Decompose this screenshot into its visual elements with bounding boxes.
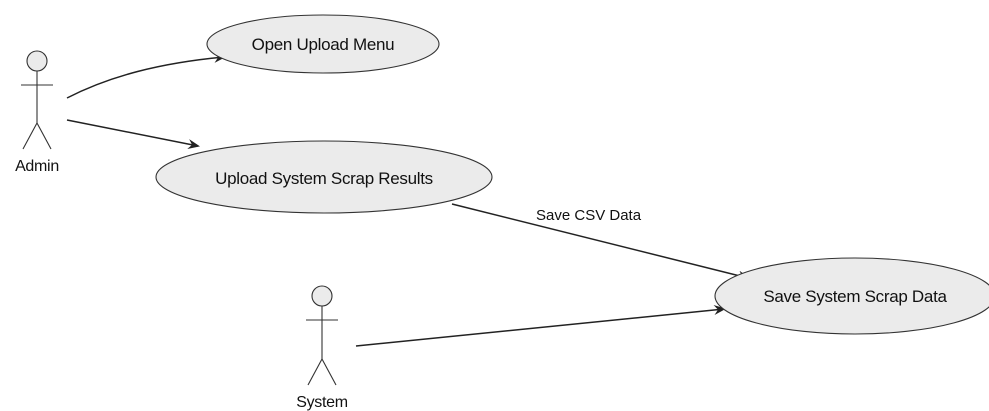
usecase-upload-system-scrap-results[interactable]: Upload System Scrap Results xyxy=(155,140,493,214)
usecase-label-open-upload-menu: Open Upload Menu xyxy=(252,35,395,54)
association-admin-open-upload-menu xyxy=(66,52,226,99)
usecase-open-upload-menu[interactable]: Open Upload Menu xyxy=(206,14,440,74)
usecase-label-save-system-scrap-data: Save System Scrap Data xyxy=(763,287,947,306)
association-admin-upload-results xyxy=(66,119,200,149)
usecase-label-upload-system-scrap-results: Upload System Scrap Results xyxy=(215,169,433,188)
actor-label-admin: Admin xyxy=(15,158,59,175)
usecase-save-system-scrap-data[interactable]: Save System Scrap Data xyxy=(714,257,989,335)
actor-admin[interactable]: Admin xyxy=(15,50,59,175)
actor-label-system: System xyxy=(296,394,348,411)
actor-admin-head xyxy=(26,50,48,72)
association-label-save-csv-data: Save CSV Data xyxy=(536,207,642,224)
actor-system[interactable]: System xyxy=(296,285,348,411)
actor-system-head xyxy=(311,285,333,307)
association-upload-results-save-data xyxy=(451,203,750,281)
association-system-save-data xyxy=(355,305,726,347)
